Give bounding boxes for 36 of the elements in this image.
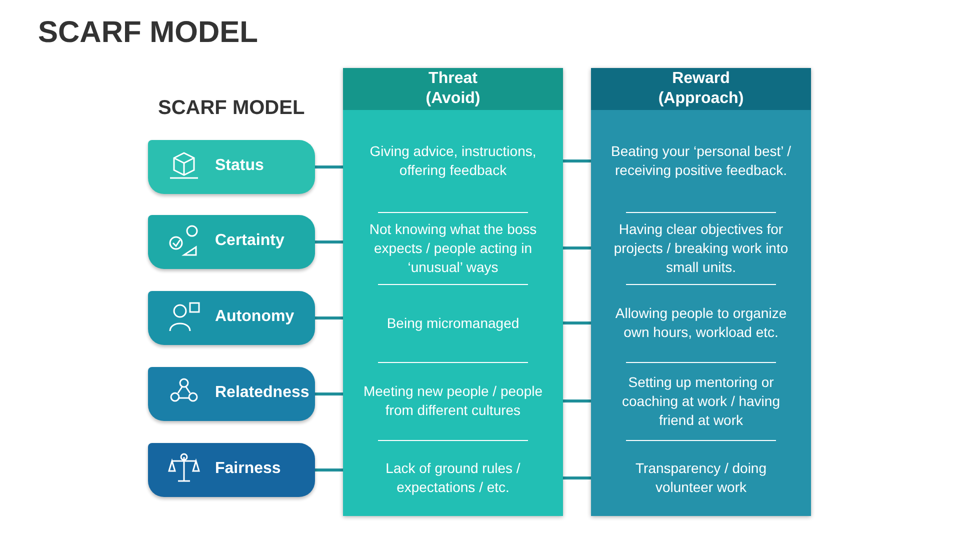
connector-line — [563, 246, 591, 250]
column-panel — [591, 68, 811, 516]
table-cell: Having clear objectives for projects / breaking work into small units. — [591, 212, 811, 284]
category-box — [148, 443, 315, 497]
table-cell: Beating your ‘personal best’ / receiving positive feedback. — [591, 110, 811, 212]
category-box — [148, 291, 315, 345]
connector-line — [563, 476, 591, 480]
table-cell: Not knowing what the boss expects / people acting in ‘unusual’ ways — [343, 212, 563, 284]
table-cell: Transparency / doing volunteer work — [591, 440, 811, 516]
page-title: SCARF MODEL — [38, 16, 258, 50]
column-heading: Reward (Approach) — [657, 69, 745, 109]
connector-line — [315, 468, 343, 472]
category-label: Autonomy — [215, 308, 294, 326]
table-cell: Giving advice, instructions, offering feedback — [343, 110, 563, 212]
connector-line — [563, 160, 591, 162]
category-box — [148, 215, 315, 269]
connector-line — [315, 392, 343, 396]
connector-line — [315, 316, 343, 320]
table-cell: Lack of ground rules / expectations / etc. — [343, 440, 563, 516]
category-box — [148, 367, 315, 421]
table-cell: Meeting new people / people from different cultures — [343, 362, 563, 440]
table-cell: Allowing people to organize own hours, workload etc. — [591, 284, 811, 362]
connector-line — [563, 322, 591, 324]
diagram-heading: SCARF MODEL — [158, 97, 305, 120]
connector-line — [315, 240, 343, 244]
connector-line — [315, 166, 343, 168]
table-cell: Setting up mentoring or coaching at work / having friend at work — [591, 362, 811, 440]
category-box — [148, 140, 315, 194]
category-label: Status — [215, 157, 264, 175]
category-label: Relatedness — [215, 384, 310, 402]
category-label: Certainty — [215, 232, 284, 250]
column-heading: Threat (Avoid) — [424, 69, 482, 109]
connector-line — [563, 400, 591, 402]
table-cell: Being micromanaged — [343, 284, 563, 362]
column-panel — [343, 68, 563, 516]
category-label: Fairness — [215, 460, 281, 478]
